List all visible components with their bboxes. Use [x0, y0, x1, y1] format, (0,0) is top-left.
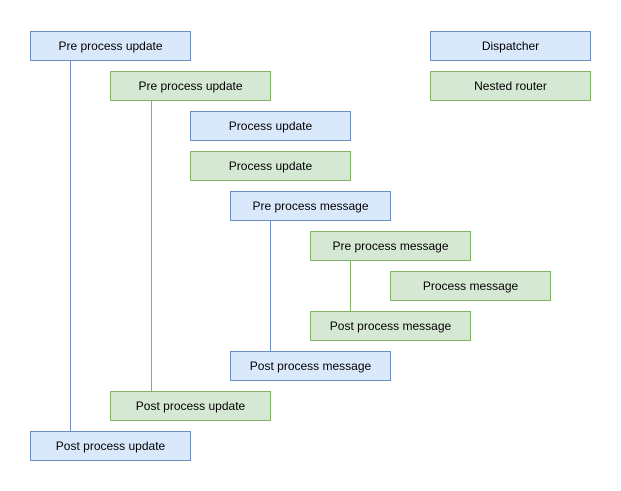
flow-node-process-message: Process message [390, 271, 551, 301]
flow-node-process-update: Process update [190, 151, 351, 181]
legend-item-label: Dispatcher [481, 39, 540, 53]
flow-node-pre-process-message: Pre process message [310, 231, 471, 261]
flow-node-label: Pre process message [332, 239, 449, 253]
flow-node-label: Process update [228, 119, 313, 133]
flow-node-label: Pre process update [138, 79, 243, 93]
flow-node-label: Post process update [135, 399, 246, 413]
flow-node-label: Post process message [329, 319, 452, 333]
flow-node-label: Post process message [249, 359, 372, 373]
lifeline-connector-green-3 [350, 261, 351, 311]
flow-node-label: Pre process update [58, 39, 163, 53]
lifeline-connector-green-1 [151, 101, 152, 391]
flow-node-post-process-update: Post process update [30, 431, 191, 461]
flow-node-label: Process message [422, 279, 519, 293]
flow-node-post-process-message: Post process message [230, 351, 391, 381]
flow-node-post-process-update: Post process update [110, 391, 271, 421]
flow-node-pre-process-update: Pre process update [30, 31, 191, 61]
flow-node-label: Pre process message [252, 199, 369, 213]
flow-node-pre-process-update: Pre process update [110, 71, 271, 101]
flow-node-label: Process update [228, 159, 313, 173]
flow-node-process-update: Process update [190, 111, 351, 141]
lifeline-connector-blue-0 [70, 61, 71, 431]
lifeline-connector-blue-2 [270, 221, 271, 351]
flow-node-label: Post process update [55, 439, 166, 453]
legend-item-nested-router: Nested router [430, 71, 591, 101]
legend-item-label: Nested router [474, 79, 547, 93]
flow-node-post-process-message: Post process message [310, 311, 471, 341]
flow-node-pre-process-message: Pre process message [230, 191, 391, 221]
legend-item-dispatcher: Dispatcher [430, 31, 591, 61]
